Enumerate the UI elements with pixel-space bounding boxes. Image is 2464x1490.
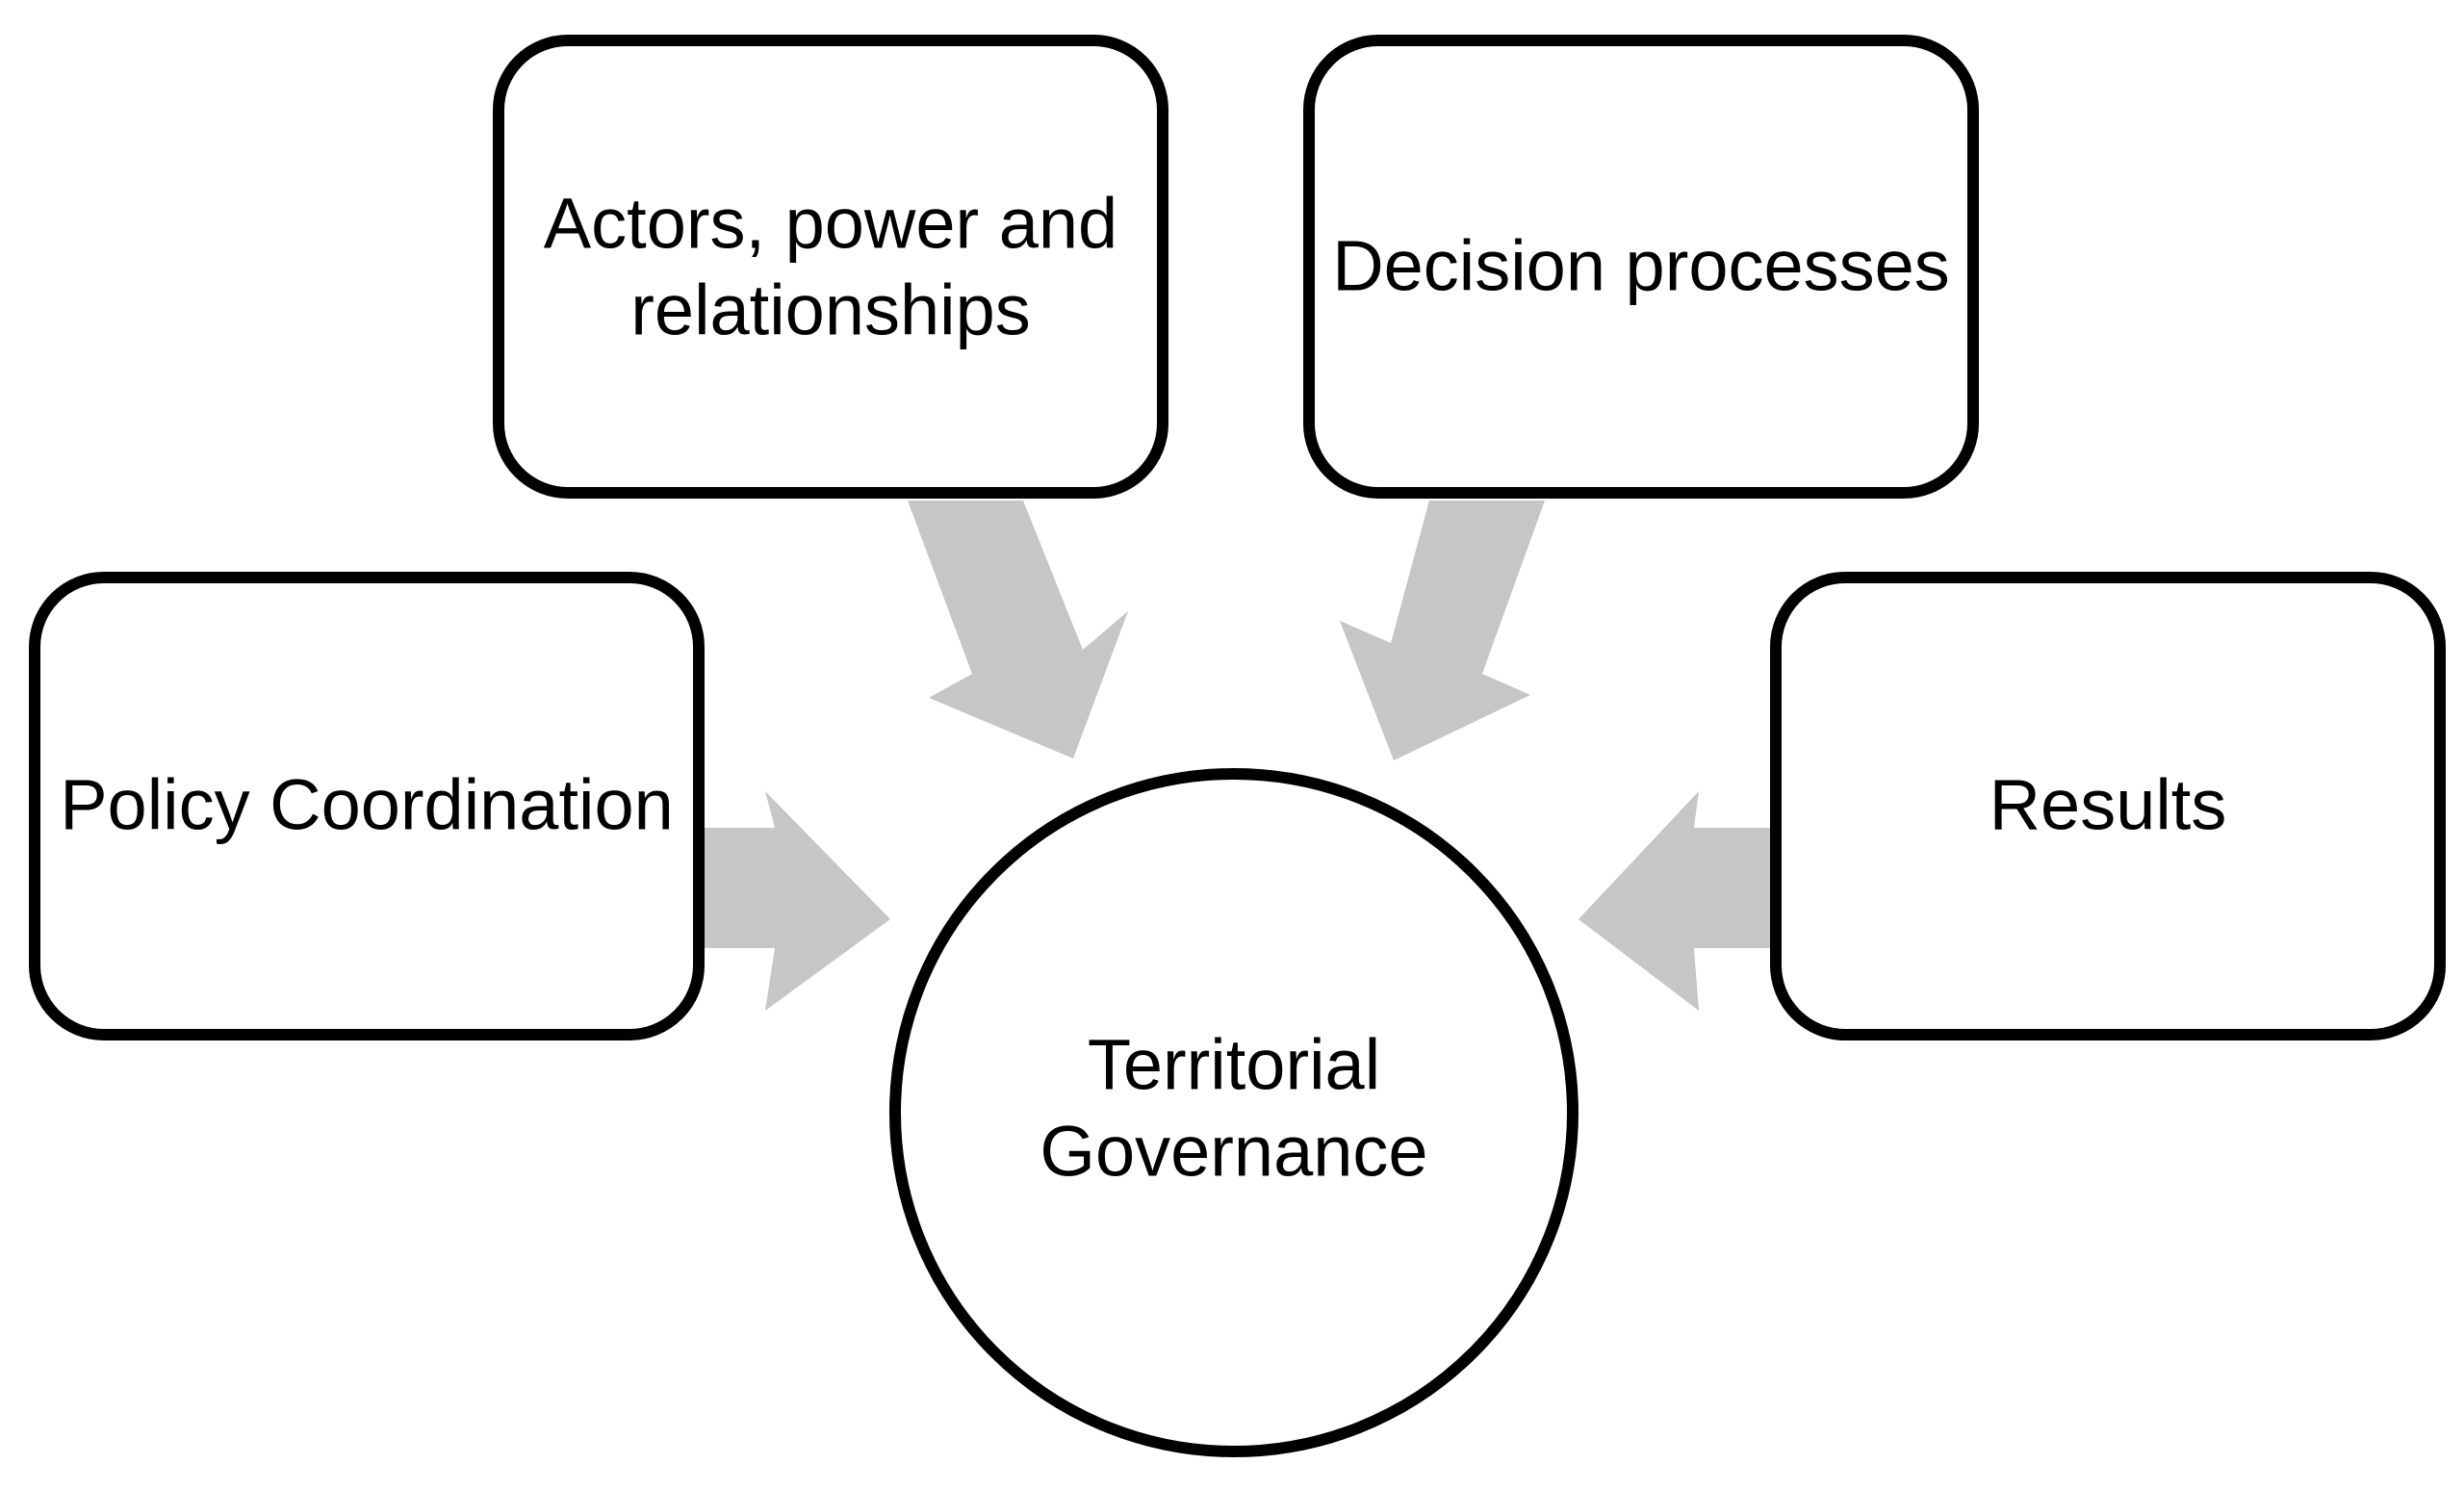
arrow-policy-to-center [703, 791, 890, 1011]
center-label-line1: Territorial [1088, 1025, 1380, 1105]
arrow-actors-to-center [908, 501, 1128, 758]
node-decision-label: Decision processes [1332, 226, 1950, 306]
node-decision-processes: Decision processes [1303, 35, 1979, 499]
arrow-results-to-center [1578, 791, 1771, 1011]
node-policy-coordination: Policy Coordination [29, 572, 705, 1040]
node-policy-label: Policy Coordination [60, 765, 674, 845]
node-actors-power-relationships: Actors, power and relationships [493, 35, 1168, 499]
center-label-line2: Governance [1040, 1112, 1427, 1192]
node-territorial-governance: Territorial Governance [889, 768, 1578, 1457]
node-results-label: Results [1989, 765, 2227, 845]
node-actors-label-line1: Actors, power and [544, 184, 1117, 264]
node-results: Results [1770, 572, 2446, 1040]
node-actors-label-line2: relationships [630, 270, 1030, 350]
arrow-decision-to-center [1340, 501, 1545, 760]
